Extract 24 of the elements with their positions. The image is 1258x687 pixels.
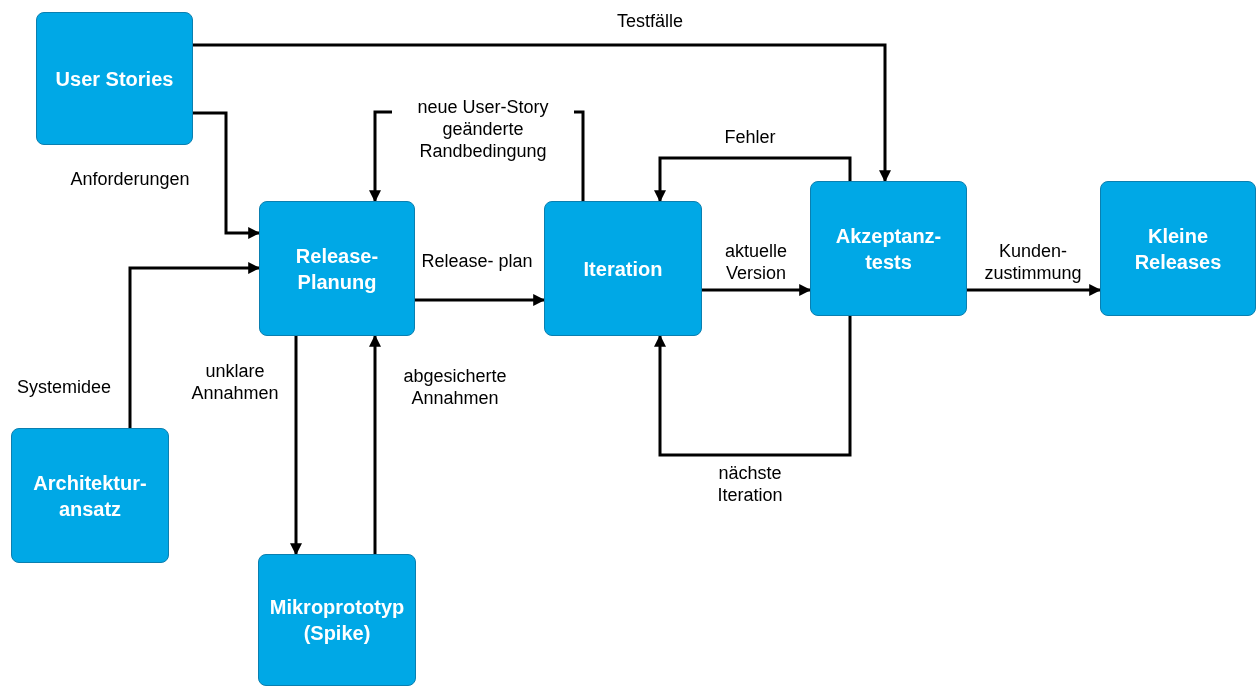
box-label: Kleine Releases (1133, 223, 1223, 275)
arrow (654, 316, 852, 457)
process-box (259, 201, 415, 336)
arrow (654, 156, 852, 203)
process-box (1100, 181, 1256, 316)
arrow (290, 336, 302, 556)
box-label: User Stories (55, 66, 174, 92)
box-label: Mikroprototyp (Spike) (268, 595, 406, 646)
process-box (36, 12, 193, 145)
box-label: Architektur- ansatz (32, 470, 148, 522)
process-box (11, 428, 169, 563)
arrow (193, 43, 891, 183)
arrow (415, 294, 546, 306)
process-box (258, 554, 416, 686)
arrow (369, 334, 381, 554)
box-label: Release- Planung (294, 243, 380, 295)
arrow (967, 284, 1102, 296)
process-box (544, 201, 702, 336)
box-label: Iteration (583, 256, 663, 282)
arrow (702, 284, 812, 296)
arrow (193, 111, 261, 239)
arrow (128, 262, 261, 428)
process-box (810, 181, 967, 316)
box-label: Akzeptanz- tests (834, 223, 943, 275)
